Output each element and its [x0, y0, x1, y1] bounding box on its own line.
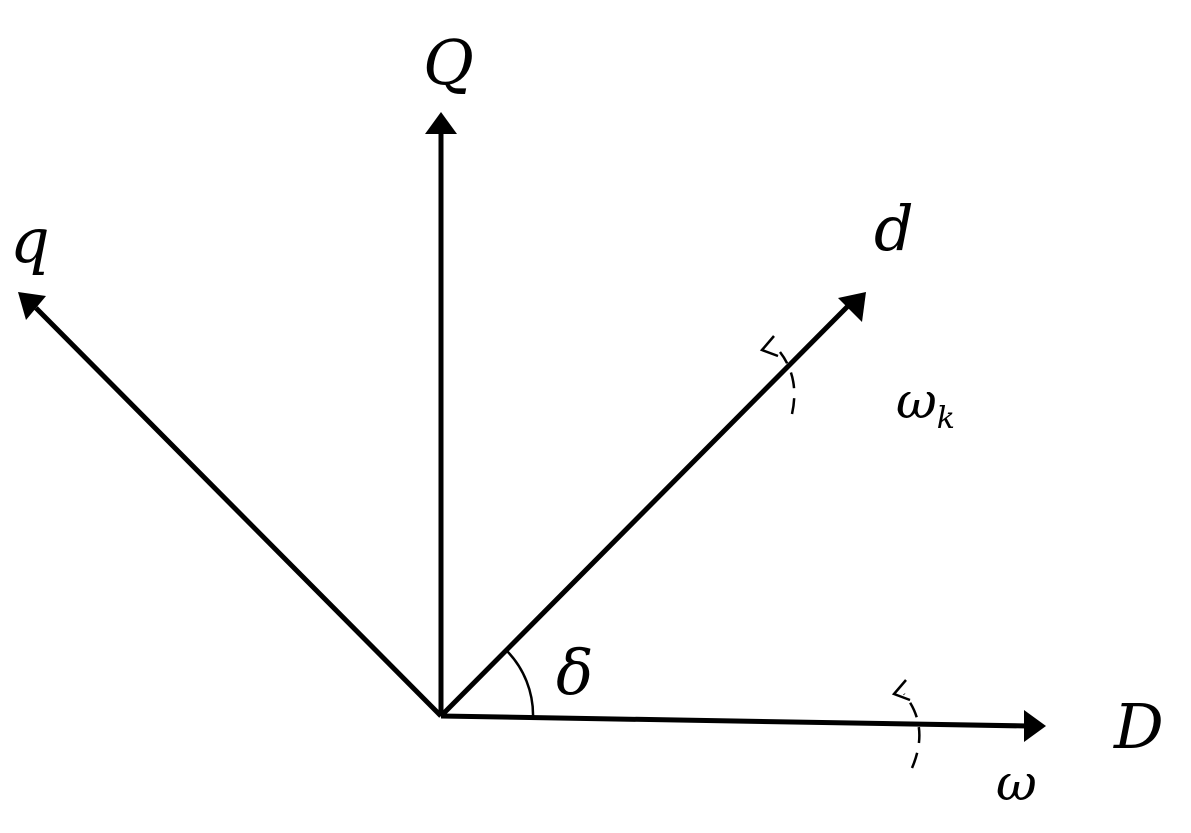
d-axis-label: d	[874, 192, 914, 265]
delta-angle-label: δ	[556, 636, 593, 709]
rotor-rotation-indicator	[759, 335, 796, 415]
q-axis	[18, 292, 443, 718]
delta-angle-arc	[505, 649, 535, 719]
d-axis	[439, 292, 866, 718]
stator-speed-label: ω	[996, 754, 1037, 812]
D-axis-label: D	[1113, 690, 1164, 763]
stator-rotation-indicator	[891, 679, 921, 769]
q-axis-label: q	[10, 204, 50, 277]
rotor-speed-symbol: ω	[896, 372, 937, 430]
rotor-speed-subscript: k	[937, 401, 955, 436]
Q-axis	[425, 112, 457, 716]
D-axis	[440, 710, 1046, 742]
rotor-speed-label: ωk	[896, 372, 955, 436]
Q-axis-label: Q	[423, 26, 474, 99]
